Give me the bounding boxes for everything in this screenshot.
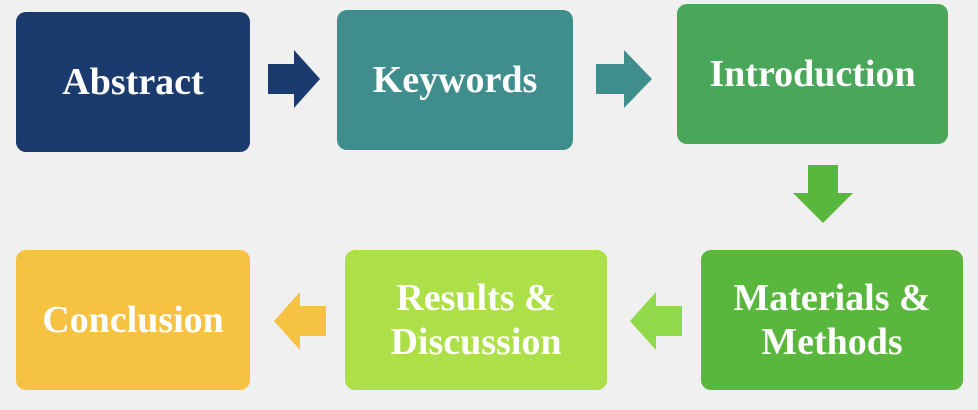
arrow-right-2: [596, 50, 652, 108]
arrow-down-shape: [793, 165, 853, 223]
step-materials-methods: Materials & Methods: [701, 250, 963, 390]
arrow-right-1: [268, 50, 320, 108]
step-introduction: Introduction: [677, 4, 948, 144]
arrow-right-2-shape: [596, 50, 652, 108]
step-conclusion: Conclusion: [16, 250, 250, 390]
step-keywords: Keywords: [337, 10, 573, 150]
arrow-down: [793, 165, 853, 223]
step-results-discussion: Results & Discussion: [345, 250, 607, 390]
arrow-left-2: [274, 292, 326, 350]
step-abstract: Abstract: [16, 12, 250, 152]
arrow-left-1: [630, 292, 682, 350]
arrow-left-2-shape: [274, 292, 326, 350]
arrow-left-1-shape: [630, 292, 682, 350]
arrow-right-1-shape: [268, 50, 320, 108]
